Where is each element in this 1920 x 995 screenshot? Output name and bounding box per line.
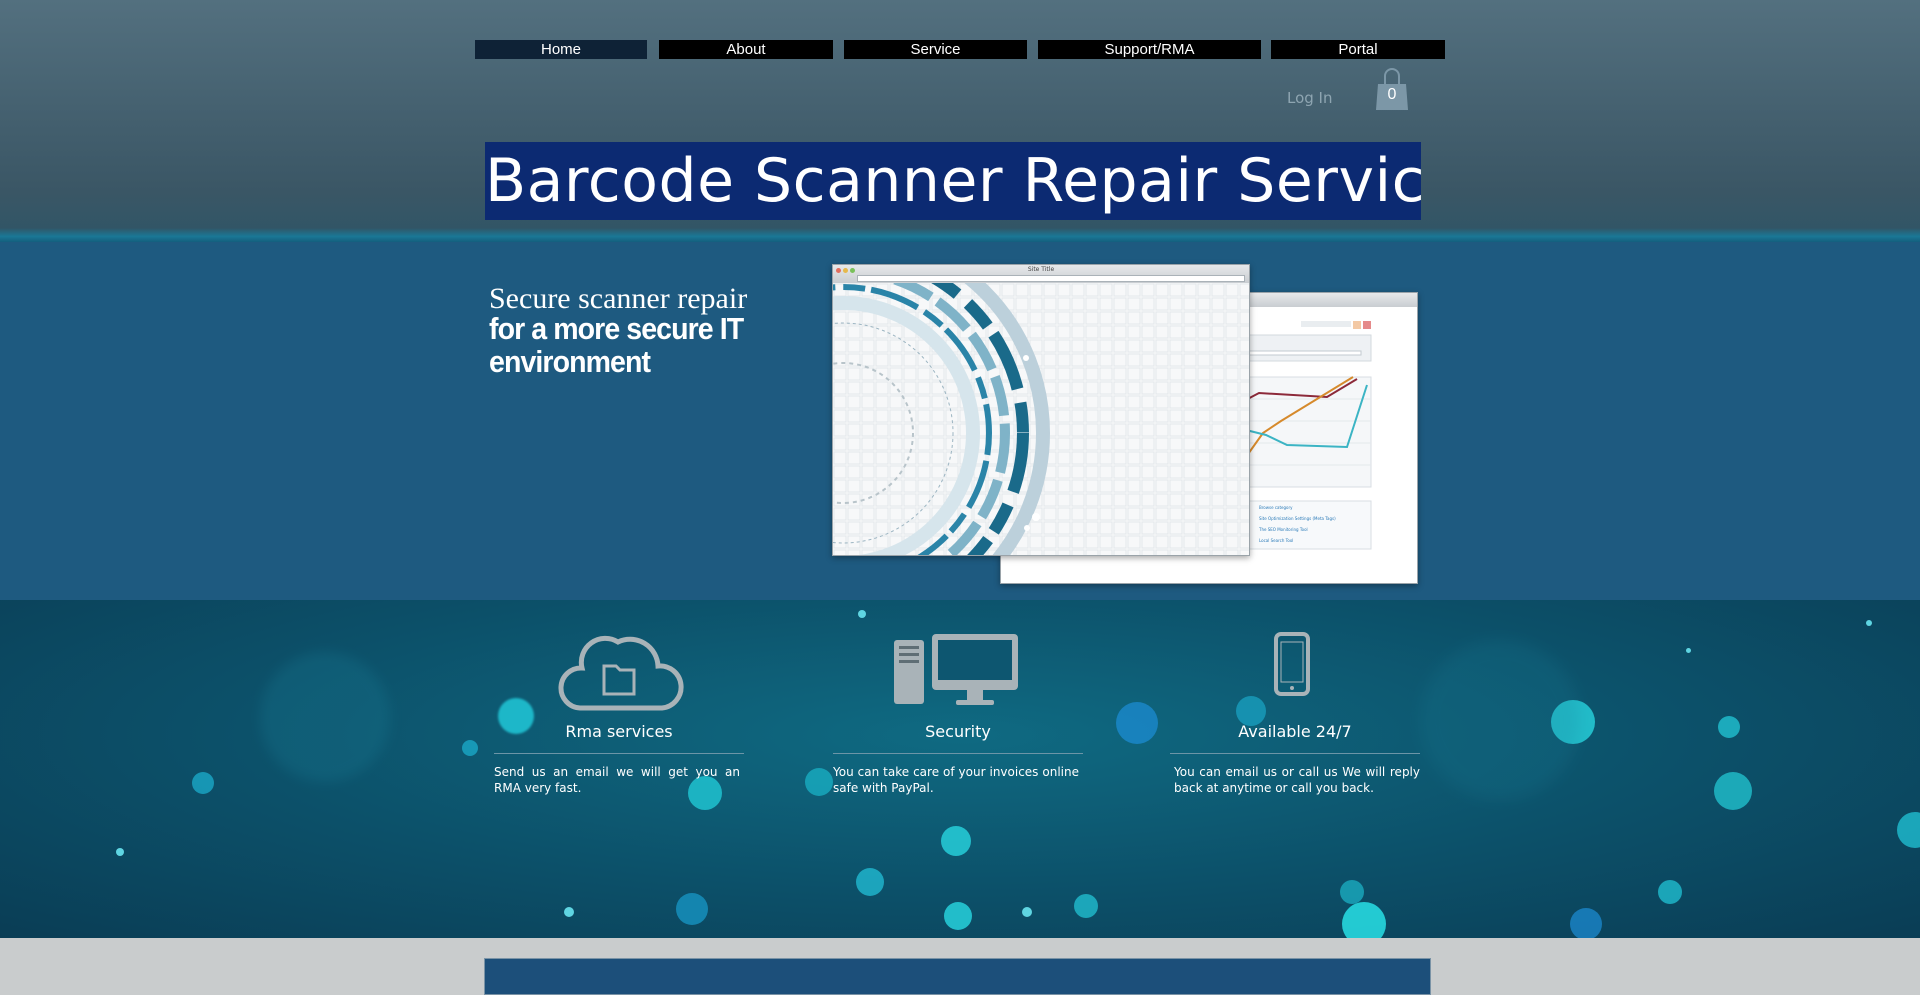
hero-heading: Secure scanner repair xyxy=(489,282,748,315)
feature-divider xyxy=(1170,753,1420,754)
bokeh-light xyxy=(1718,716,1740,738)
feature-text-availability: You can email us or call us We will repl… xyxy=(1174,765,1420,795)
bokeh-light xyxy=(858,610,866,618)
site-title: Barcode Scanner Repair Service xyxy=(485,142,1421,220)
bokeh-light xyxy=(1342,902,1386,938)
mockup-browser-front: Site Title xyxy=(832,264,1250,556)
bokeh-light xyxy=(564,907,574,917)
feature-title-availability: Available 24/7 xyxy=(1238,722,1352,741)
cart-count: 0 xyxy=(1387,86,1397,103)
bokeh-light xyxy=(944,902,972,930)
bokeh-light xyxy=(1658,880,1682,904)
bokeh-light xyxy=(1686,648,1691,653)
bokeh-light xyxy=(192,772,214,794)
features-section: Rma services Send us an email we will ge… xyxy=(0,600,1920,938)
hero-subheading: for a more secure IT environment xyxy=(489,311,744,379)
smartphone-icon xyxy=(1274,632,1310,696)
bokeh-light xyxy=(1420,640,1580,800)
bokeh-light xyxy=(1551,700,1595,744)
feature-text-security: You can take care of your invoices onlin… xyxy=(833,765,1079,795)
header-divider xyxy=(0,228,1920,242)
nav-item-portal[interactable]: Portal xyxy=(1271,40,1445,59)
feature-divider xyxy=(833,753,1083,754)
feature-divider xyxy=(494,753,744,754)
login-link[interactable]: Log In xyxy=(1287,89,1333,107)
mockup-window-title: Site Title xyxy=(1027,266,1055,273)
cloud-folder-icon xyxy=(558,635,684,711)
bokeh-light xyxy=(1022,907,1032,917)
bokeh-light xyxy=(805,768,833,796)
bokeh-light xyxy=(462,740,478,756)
bokeh-light xyxy=(1340,880,1364,904)
bokeh-light xyxy=(260,652,390,782)
bokeh-light xyxy=(1897,812,1920,848)
cart-button[interactable]: 0 xyxy=(1374,66,1410,112)
bokeh-light xyxy=(1074,894,1098,918)
mockup-tech-image xyxy=(833,283,1249,555)
nav-item-about[interactable]: About xyxy=(659,40,833,59)
bokeh-light xyxy=(688,776,722,810)
nav-item-service[interactable]: Service xyxy=(844,40,1027,59)
shopping-bag-icon xyxy=(1376,68,1408,110)
bokeh-light xyxy=(1116,702,1158,744)
bokeh-light xyxy=(676,893,708,925)
nav-item-support-rma[interactable]: Support/RMA xyxy=(1038,40,1261,59)
bokeh-light xyxy=(1714,772,1752,810)
footer-panel xyxy=(484,958,1431,995)
svg-text:Browse category: Browse category xyxy=(1259,505,1293,510)
bokeh-light xyxy=(856,868,884,896)
nav-item-home[interactable]: Home xyxy=(475,40,647,59)
feature-title-security: Security xyxy=(925,722,991,741)
mockup-window-bar: Site Title xyxy=(833,265,1249,284)
bokeh-light xyxy=(498,698,534,734)
bokeh-light xyxy=(1866,620,1872,626)
bokeh-light xyxy=(1570,908,1602,938)
svg-text:Local Search Tool: Local Search Tool xyxy=(1259,538,1293,543)
svg-text:The SEO Monitoring Tool: The SEO Monitoring Tool xyxy=(1258,527,1308,532)
svg-text:Site Optimization Settings (Me: Site Optimization Settings (Meta Tags) xyxy=(1259,516,1336,521)
bokeh-light xyxy=(941,826,971,856)
feature-text-rma: Send us an email we will get you an RMA … xyxy=(494,765,740,795)
desktop-computer-icon xyxy=(894,634,1018,705)
feature-title-rma: Rma services xyxy=(565,722,673,741)
bokeh-light xyxy=(116,848,124,856)
bokeh-light xyxy=(1236,696,1266,726)
